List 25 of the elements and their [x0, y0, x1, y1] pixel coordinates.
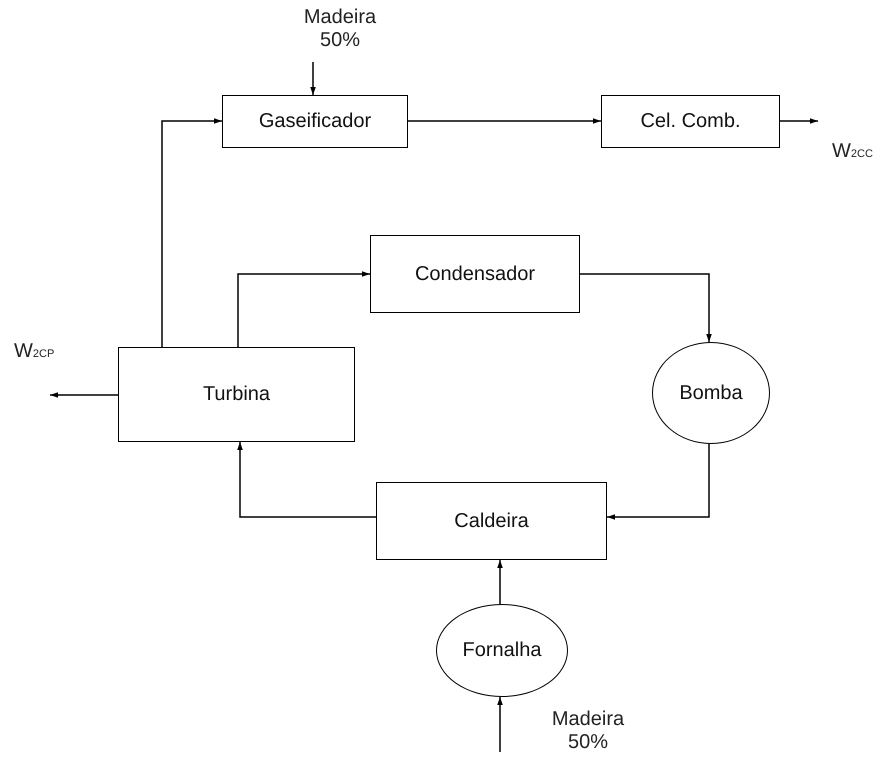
node-label: Caldeira — [454, 510, 529, 532]
arrow — [50, 392, 118, 398]
arrow — [607, 444, 710, 520]
arrow — [310, 62, 316, 95]
arrow — [580, 273, 712, 342]
process-box — [370, 235, 580, 313]
node-label: Bomba — [679, 382, 743, 404]
process-box — [222, 95, 408, 148]
arrow — [780, 118, 818, 124]
arrow — [497, 560, 503, 604]
process-box — [601, 95, 780, 148]
arrow — [237, 271, 370, 347]
arrow — [161, 118, 222, 347]
node-label: Turbina — [202, 383, 270, 406]
node-label: Fornalha — [462, 639, 542, 662]
arrow — [497, 697, 503, 752]
flow-label: Madeira 50% — [302, 6, 378, 52]
arrow — [408, 118, 601, 124]
process-box — [376, 482, 607, 560]
node-label: Cel. Comb. — [640, 110, 741, 133]
arrow — [237, 442, 376, 518]
node-label: Condensador — [414, 262, 536, 286]
node-label: Gaseificador — [258, 110, 372, 133]
process-box — [118, 347, 355, 442]
flow-label: Madeira 50% — [550, 708, 626, 754]
